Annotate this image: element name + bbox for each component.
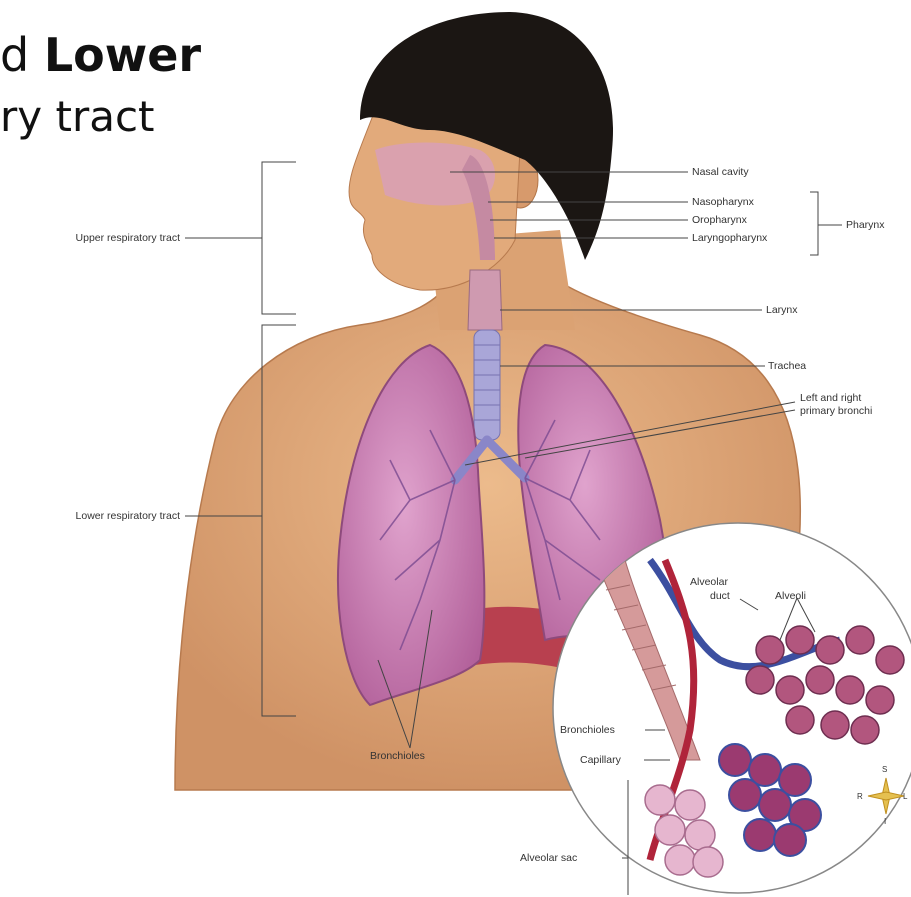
label-bronchioles-inset: Bronchioles — [560, 724, 615, 736]
label-nasopharynx: Nasopharynx — [692, 196, 754, 208]
label-lower-respiratory-tract: Lower respiratory tract — [10, 510, 180, 522]
label-bronchioles-lung: Bronchioles — [370, 750, 425, 762]
label-alveolar-duct-line-1: Alveolar — [690, 576, 728, 588]
compass-south: I — [884, 816, 886, 828]
trachea-shape — [474, 330, 500, 440]
label-alveolar-duct-line-2: duct — [710, 590, 730, 602]
compass-west: R — [857, 791, 863, 803]
compass-east: L — [903, 791, 907, 803]
label-capillary: Capillary — [580, 754, 621, 766]
label-nasal-cavity: Nasal cavity — [692, 166, 749, 178]
label-bronchi-line-2: primary bronchi — [800, 405, 872, 417]
label-pharynx: Pharynx — [846, 219, 885, 231]
label-oropharynx: Oropharynx — [692, 214, 747, 226]
label-upper-respiratory-tract: Upper respiratory tract — [10, 232, 180, 244]
label-laryngopharynx: Laryngopharynx — [692, 232, 767, 244]
label-trachea: Trachea — [768, 360, 806, 372]
compass-north: S — [882, 764, 887, 776]
larynx-shape — [468, 270, 502, 330]
label-alveoli: Alveoli — [775, 590, 806, 602]
label-larynx: Larynx — [766, 304, 798, 316]
label-bronchi-line-1: Left and right — [800, 392, 861, 404]
label-alveolar-sac: Alveolar sac — [520, 852, 577, 864]
